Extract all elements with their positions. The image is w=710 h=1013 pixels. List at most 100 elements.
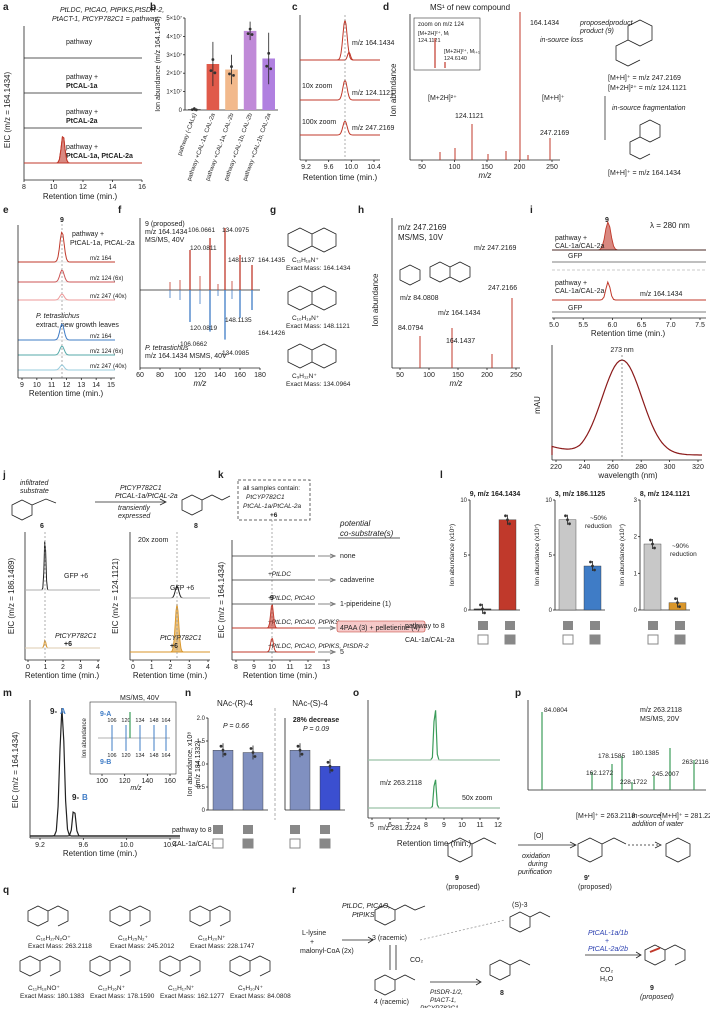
panel-f-xtick-label: 80 — [156, 372, 164, 379]
panel-l2-point — [591, 564, 594, 568]
panel-c-label: m/z 247.2169 — [352, 125, 395, 132]
panel-i-label: CAL-1a/CAL-2a — [555, 288, 605, 295]
panel-i-xtick-label: 5.0 — [549, 322, 559, 329]
panel-l3-annot: ~90% — [672, 543, 689, 550]
panel-j-1-xtick-label: 0 — [26, 664, 30, 671]
panel-l1-ytick-label: 10 — [460, 498, 467, 504]
panel-r-enz2: PtACT-1, — [430, 997, 456, 1004]
panel-g-structure — [287, 227, 337, 253]
panel-h-xtick-label: 100 — [423, 372, 435, 379]
panel-p-ox-text: during — [528, 861, 548, 868]
panel-m-inset-xtick-label: 120 — [119, 778, 131, 785]
panel-a-trace-label: PtCAL-1a — [66, 83, 98, 90]
panel-n1-ytick-label: 0 — [202, 808, 206, 814]
panel-b-point — [267, 51, 271, 55]
panel-j-2-xtick-label: 0 — [131, 664, 135, 671]
panel-m-inset-label: 106 — [107, 718, 116, 724]
panel-j-substrate: infiltrated — [20, 480, 50, 487]
panel-e-xtick-label: 15 — [107, 382, 115, 389]
panel-b-point — [211, 58, 215, 61]
panel-d-xtick-label: 200 — [514, 164, 526, 171]
panel-f-peak: 134.0975 — [222, 227, 249, 234]
panel-f-xlabel: m/z — [194, 379, 207, 388]
panel-k-highlight — [336, 620, 426, 633]
panel-p-peak: 263.2116 — [682, 759, 709, 766]
panel-i-xtick-label: 7.5 — [695, 322, 705, 329]
panel-a-trace-label: pathway + — [66, 74, 98, 81]
panel-l2-point — [564, 514, 567, 518]
panel-b-point — [248, 27, 252, 31]
panel-p-structure-water — [665, 837, 691, 863]
panel-h-structure — [429, 261, 471, 283]
panel-q-mass: Exact Mass: 84.0808 — [230, 993, 291, 1000]
panel-i-label: pathway + — [555, 280, 587, 287]
panel-h-structure — [399, 264, 421, 286]
panel-h-label: m/z 247.2169 — [474, 245, 517, 252]
panel-m-inset-b: 9-B — [100, 759, 111, 766]
panel-h-xlabel: m/z — [450, 379, 463, 388]
panel-m-xtick-label: 10.0 — [120, 842, 134, 849]
panel-b-ytick-label: 2×10⁷ — [166, 70, 182, 77]
panel-n-box-row2 — [212, 838, 224, 849]
panel-m-inset-ylabel: Ion abundance — [82, 717, 88, 757]
panel-p-water: addition of water — [632, 821, 684, 828]
panel-l3-point — [678, 605, 681, 609]
panel-j-substrate: substrate — [20, 488, 49, 495]
panel-d-structure-frag — [629, 119, 661, 160]
panel-k-arrowhead — [329, 601, 337, 607]
panel-e-xtick-label: 14 — [92, 382, 100, 389]
panel-o-xtick-label: 9 — [442, 822, 446, 829]
panel-a-xtick-label: 14 — [109, 184, 117, 191]
panel-d-inset-label: [M+2H]²⁺, Mᵢ — [418, 30, 449, 37]
panel-a-trace-label: PtCAL-2a — [66, 118, 98, 125]
panel-m-peak-a-label: 9- — [50, 707, 57, 716]
panel-i-label: GFP — [568, 253, 583, 260]
panel-b-ytick-label: 5×10⁷ — [166, 15, 182, 22]
panel-h-ylabel: Ion abundance — [371, 273, 380, 326]
panel-k-box-text: all samples contain: — [243, 485, 300, 492]
panel-n-box-row1 — [320, 825, 330, 834]
panel-letter-c: c — [292, 2, 298, 13]
panel-n1-ytick-label: 1.5 — [197, 739, 206, 745]
panel-d-inset-title: zoom on m/z 124 — [418, 22, 465, 28]
panel-d-xlabel: m/z — [479, 171, 492, 180]
panel-l1-title: 9, m/z 164.1434 — [470, 491, 521, 498]
panel-k-substrate: cadaverine — [340, 577, 374, 584]
panel-g-structure — [287, 285, 337, 311]
panel-p-mh2: [M+H]⁺ = 281.2224 — [660, 813, 710, 820]
panel-r-start: + — [310, 939, 314, 946]
panel-m-xtick-label: 9.2 — [35, 842, 45, 849]
panel-o-xtick-label: 11 — [476, 822, 483, 829]
panel-g-mass: Exact Mass: 134.0964 — [286, 381, 351, 388]
panel-b-point — [209, 69, 213, 73]
panel-f-xtick-label: 60 — [136, 372, 144, 379]
panel-d-peak-label: [M+H]⁺ — [542, 95, 565, 102]
panel-q-formula: C₁₁H₁₇N⁺ — [168, 985, 195, 992]
panel-o-trace1 — [368, 710, 500, 761]
panel-m-peak-b-label: B — [82, 793, 88, 802]
panel-b-ylabel: Ion abundance (m/z 164.1434) — [155, 16, 162, 111]
panel-k-arrowhead — [329, 625, 337, 631]
panel-r-c9: (proposed) — [640, 994, 674, 1001]
panel-g-formula: C₉H₁₂N⁺ — [292, 373, 317, 380]
panel-i-label: GFP — [568, 305, 583, 312]
panel-l3-point — [649, 538, 652, 542]
panel-r-s3: (S)-3 — [512, 902, 528, 909]
panel-b-bar — [243, 30, 257, 111]
panel-l2-point — [593, 568, 596, 572]
panel-l1-point — [479, 603, 482, 607]
panel-p-peak: 84.0804 — [544, 707, 568, 714]
panel-q-structure — [229, 955, 271, 977]
panel-i-uv-xtick-label: 240 — [579, 464, 591, 471]
panel-o-xlabel: Retention time (min.) — [397, 839, 472, 848]
panel-l-box-row2 — [589, 634, 601, 645]
panel-m-inset-label: 106 — [107, 753, 116, 759]
panel-q-formula: C₁₆H₂₅N₂⁺ — [118, 935, 149, 942]
panel-m-peak-a-label: A — [60, 707, 66, 716]
panel-m-inset-label: 134 — [135, 718, 144, 724]
panel-k-box — [237, 479, 311, 521]
panel-l-box-row2 — [674, 634, 686, 645]
panel-k-arrowhead — [329, 553, 337, 559]
panel-h-xtick-label: 50 — [396, 372, 404, 379]
panel-r-enz3: + — [605, 938, 609, 945]
